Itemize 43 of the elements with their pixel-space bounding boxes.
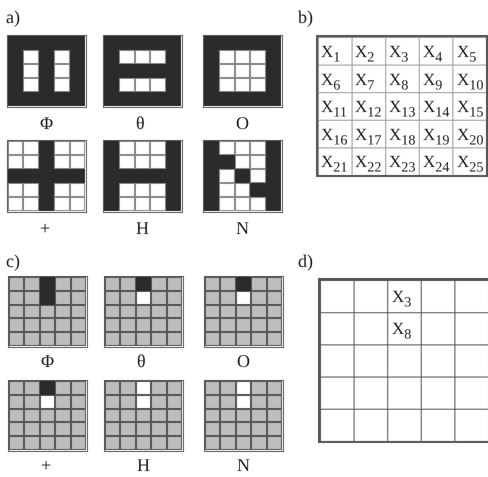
panel-label: c) bbox=[6, 252, 20, 270]
pattern-label: H bbox=[136, 219, 149, 237]
variable-label: X$_{22}$ bbox=[355, 153, 382, 175]
pattern-label: O bbox=[237, 352, 250, 370]
pattern-label: N bbox=[237, 456, 250, 474]
variable-label: X$_{12}$ bbox=[355, 98, 382, 120]
pattern-label: + bbox=[41, 456, 52, 474]
panel-label: d) bbox=[298, 252, 313, 270]
variable-label: X$_{14}$ bbox=[423, 98, 450, 120]
variable-label: X$_{9}$ bbox=[423, 70, 442, 92]
pattern-label: + bbox=[40, 219, 50, 237]
pattern-label: θ bbox=[137, 352, 146, 370]
variable-label: X$_{20}$ bbox=[457, 126, 484, 148]
variable-label: X$_{11}$ bbox=[321, 98, 347, 120]
variable-label: X$_{7}$ bbox=[355, 70, 374, 92]
variable-label: X$_{6}$ bbox=[321, 70, 340, 92]
pattern-label: O bbox=[236, 114, 249, 132]
variable-label: X$_{21}$ bbox=[321, 153, 348, 175]
variable-label: X$_{23}$ bbox=[389, 153, 416, 175]
pattern-label: Φ bbox=[40, 114, 54, 132]
variable-label: X$_{13}$ bbox=[389, 98, 416, 120]
variable-label: X$_{25}$ bbox=[457, 153, 484, 175]
variable-label: X$_{15}$ bbox=[457, 98, 484, 120]
variable-label: X$_{8}$ bbox=[392, 320, 412, 342]
variable-label: X$_{10}$ bbox=[457, 70, 484, 92]
variable-label: X$_{18}$ bbox=[389, 126, 416, 148]
pattern-label: Φ bbox=[41, 352, 54, 370]
variable-label: X$_{2}$ bbox=[355, 43, 374, 65]
variable-label: X$_{4}$ bbox=[423, 43, 442, 65]
variable-label: X$_{16}$ bbox=[321, 126, 348, 148]
variable-label: X$_{24}$ bbox=[423, 153, 450, 175]
variable-label: X$_{3}$ bbox=[392, 288, 412, 310]
panel-label: a) bbox=[6, 8, 20, 26]
pattern-label: θ bbox=[136, 114, 145, 132]
panel-label: b) bbox=[298, 8, 313, 26]
pattern-label: H bbox=[137, 456, 150, 474]
pattern-label: N bbox=[236, 219, 249, 237]
variable-label: X$_{3}$ bbox=[389, 43, 408, 65]
variable-label: X$_{5}$ bbox=[457, 43, 476, 65]
variable-label: X$_{17}$ bbox=[355, 126, 382, 148]
variable-label: X$_{1}$ bbox=[321, 43, 340, 65]
variable-label: X$_{8}$ bbox=[389, 70, 408, 92]
variable-label: X$_{19}$ bbox=[423, 126, 450, 148]
